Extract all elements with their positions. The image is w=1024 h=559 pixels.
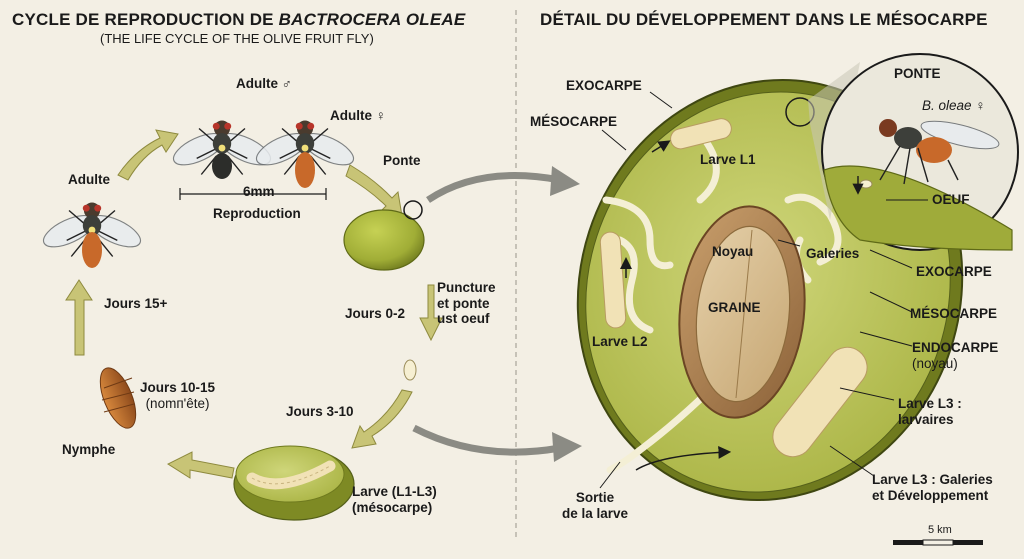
label-zoom-female-symbol: ♀	[975, 98, 986, 113]
seed	[695, 225, 791, 403]
leader-lines	[599, 91, 928, 489]
label-adult-left: Adulte	[68, 172, 110, 187]
label-galeries: Galeries	[806, 246, 860, 261]
label-jours-10-15: Jours 10-15 (nomп'ête)	[140, 380, 215, 411]
label-larve-l3-galeries: Larve L3 : Galeries et Développement	[872, 472, 993, 503]
arrow-zoom-bottom	[412, 424, 561, 456]
label-exocarpe-right: EXOCARPE	[916, 264, 992, 279]
fly-adult-male	[168, 119, 276, 179]
fly-adult-left	[38, 201, 146, 268]
arrow-zoom-top	[426, 172, 561, 203]
egg	[403, 359, 417, 381]
label-zoom-ponte: PONTE	[894, 66, 941, 81]
label-reproduction: Reproduction	[213, 206, 301, 221]
label-jours-15: Jours 15+	[104, 296, 168, 311]
larva-l3	[772, 346, 868, 458]
label-mesocarpe-right: MÉSOCARPE	[910, 306, 998, 321]
arrow-zoom-bottom-head	[552, 432, 582, 462]
exit-path	[635, 446, 732, 471]
ponte-spot	[403, 200, 423, 220]
label-nymph-note: (nomп'ête)	[145, 395, 210, 411]
label-size: 6mm	[243, 184, 275, 199]
arrow-to-egg	[419, 284, 443, 342]
left-title: CYCLE DE REPRODUCTION DE BACTROCERA OLEA…	[12, 10, 465, 30]
olive-whole	[343, 209, 425, 271]
arrow-zoom-top-head	[550, 166, 580, 196]
label-larve-l3: Larve L3 : larvaires	[898, 396, 962, 427]
label-puncture-line3: ust oeuf	[437, 311, 490, 327]
label-exocarpe-top: EXOCARPE	[566, 78, 642, 93]
label-ponte: Ponte	[383, 153, 421, 168]
label-larve-l3-galeries-line1: Larve L3 : Galeries	[872, 472, 993, 487]
label-zoom-species: B. oleae ♀	[922, 98, 985, 114]
olive-half	[233, 445, 355, 521]
left-subtitle: (THE LIFE CYCLE OF THE OLIVE FRUIT FLY)	[100, 31, 374, 46]
fly-adult-female	[251, 119, 359, 188]
label-endocarpe-line1: ENDOCARPE	[912, 340, 999, 355]
label-larve-line1: Larve (L1-L3)	[352, 484, 437, 499]
left-title-species: BACTROCERA OLEAE	[278, 10, 466, 29]
arrow-adult-to-adults	[117, 129, 179, 181]
label-graine: GRAINE	[708, 300, 761, 315]
label-puncture: Puncture et ponte ust oeuf	[437, 280, 496, 327]
label-jours-0-2: Jours 0-2	[345, 306, 406, 321]
label-adult-female: Adulte ♀	[330, 108, 386, 123]
label-nymphe: Nymphe	[62, 442, 116, 457]
cycle-arrows	[65, 129, 443, 479]
scale-bar	[893, 539, 983, 546]
larva-l2	[599, 231, 627, 329]
label-endocarpe: ENDOCARPE (noyau)	[912, 340, 998, 371]
size-bar	[179, 188, 327, 200]
label-zoom-species-name: B. oleae	[922, 98, 972, 113]
label-larve: Larve (L1-L3) (mésocarpe)	[352, 484, 437, 515]
arrow-to-larva	[351, 389, 413, 449]
label-jours-10-15-line1: Jours 10-15	[140, 380, 216, 395]
label-larve-line2: (mésocarpe)	[352, 499, 433, 515]
label-jours-3-10: Jours 3-10	[286, 404, 354, 419]
label-larve-l3-line2: larvaires	[898, 411, 954, 427]
zoom-circle	[821, 53, 1019, 251]
label-puncture-line2: et ponte	[437, 295, 490, 311]
larva-l1	[670, 118, 732, 150]
label-sortie: Sortie de la larve	[562, 490, 628, 521]
label-mesocarpe-top: MÉSOCARPE	[530, 114, 618, 129]
pupa	[99, 367, 137, 429]
label-zoom-oeuf: OEUF	[932, 192, 970, 207]
label-endocarpe-note: (noyau)	[912, 355, 958, 371]
label-puncture-line1: Puncture	[437, 280, 496, 295]
label-larve-l2: Larve L2	[592, 334, 648, 349]
arrow-to-ponte	[345, 164, 403, 217]
arrow-to-adult	[65, 279, 93, 356]
label-larve-l1: Larve L1	[700, 152, 756, 167]
label-larve-l3-line1: Larve L3 :	[898, 396, 962, 411]
right-title: DÉTAIL DU DÉVELOPPEMENT DANS LE MÉSOCARP…	[540, 10, 988, 29]
arrow-to-nymph	[166, 451, 235, 479]
label-sortie-line1: Sortie	[575, 490, 615, 505]
label-sortie-line2: de la larve	[562, 505, 629, 521]
label-larve-l3-galeries-line2: et Développement	[872, 487, 989, 503]
left-title-prefix: CYCLE DE REPRODUCTION DE	[12, 10, 279, 29]
label-adult-male: Adulte ♂	[236, 76, 292, 91]
label-noyau: Noyau	[712, 244, 754, 259]
label-scale: 5 km	[928, 524, 952, 536]
